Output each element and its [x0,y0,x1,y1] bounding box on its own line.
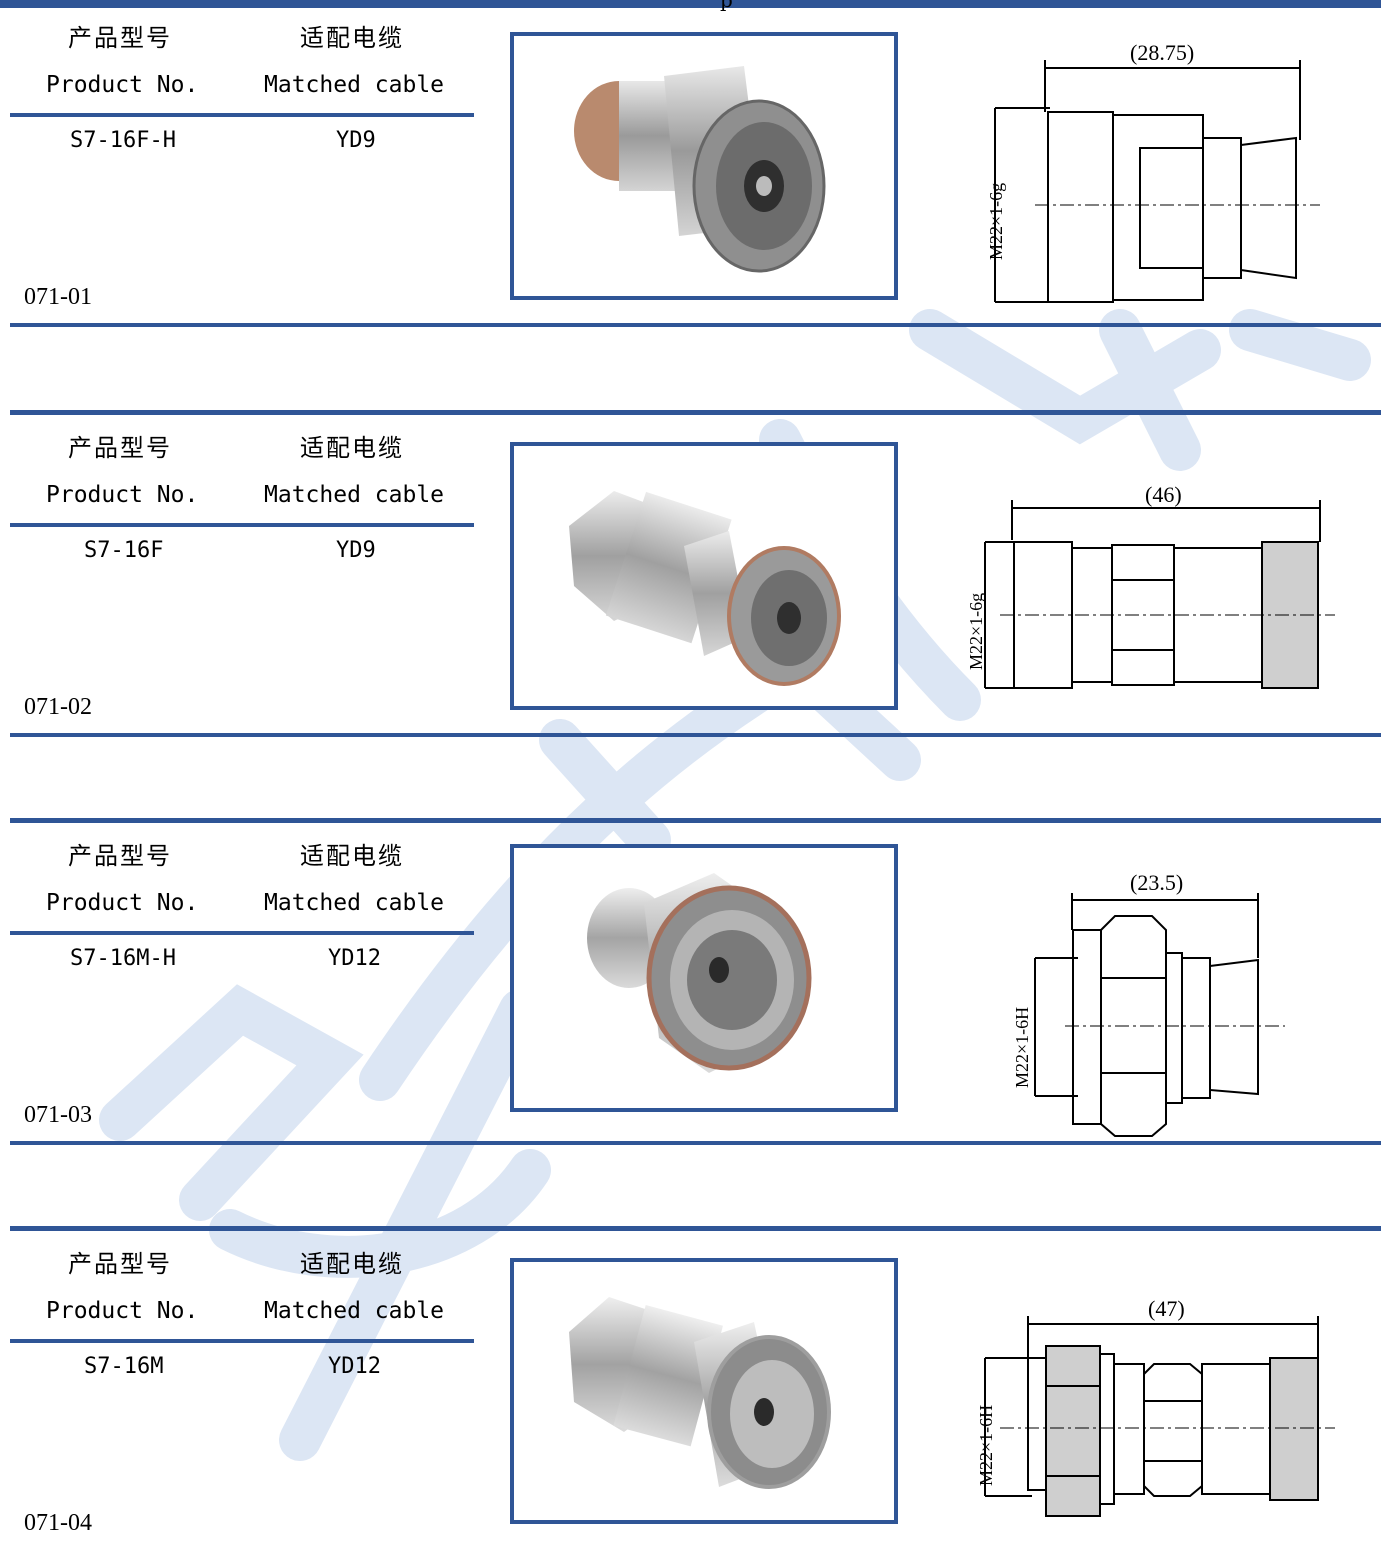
section-divider [10,818,1381,823]
item-code: 071-02 [24,694,92,720]
connector-female-short-image [510,32,898,300]
cable-value: YD9 [336,538,376,563]
cable-value: YD12 [328,946,381,971]
product-no-label-cn: 产品型号 [68,434,172,462]
cable-value: YD9 [336,128,376,153]
product-no-value: S7-16F-H [70,128,176,153]
matched-cable-label-cn: 适配电缆 [300,1250,404,1278]
thread-spec-label: M22×1-6g [966,593,986,670]
product-no-label-en: Product No. [46,1298,199,1324]
dimension-label: (47) [1148,1296,1185,1321]
technical-drawing: (47) M22×1-6H [940,1246,1360,1546]
connector-female-long-image [510,442,898,710]
product-section-4: 产品型号 适配电缆 Product No. Matched cable S7-1… [0,1226,1381,1554]
thread-spec-label: M22×1-6H [976,1405,996,1486]
product-section-1: 产品型号 适配电缆 Product No. Matched cable S7-1… [0,0,1381,328]
connector-male-long-image [510,1258,898,1524]
top-bar [0,0,1381,8]
section-divider [10,1226,1381,1231]
matched-cable-label-en: Matched cable [264,482,445,508]
product-no-label-en: Product No. [46,890,199,916]
product-no-label-cn: 产品型号 [68,842,172,870]
header-divider [10,931,474,935]
dimension-label: (28.75) [1130,40,1194,65]
product-no-value: S7-16F [84,538,164,563]
section-divider [10,1141,1381,1145]
matched-cable-label-en: Matched cable [264,1298,445,1324]
thread-spec-label: M22×1-6H [1012,1007,1032,1088]
matched-cable-label-cn: 适配电缆 [300,434,404,462]
product-no-value: S7-16M-H [70,946,176,971]
header-divider [10,1339,474,1343]
technical-drawing: (28.75) M22×1-6g [940,20,1360,320]
matched-cable-label-cn: 适配电缆 [300,24,404,52]
product-section-2: 产品型号 适配电缆 Product No. Matched cable S7-1… [0,410,1381,738]
section-divider [10,733,1381,737]
matched-cable-label-en: Matched cable [264,72,445,98]
technical-drawing: (23.5) M22×1-6H [940,838,1360,1138]
header-divider [10,113,474,117]
matched-cable-label-en: Matched cable [264,890,445,916]
dimension-label: (46) [1145,482,1182,507]
connector-male-short-image [510,844,898,1112]
dimension-label: (23.5) [1130,870,1183,895]
product-no-label-en: Product No. [46,482,199,508]
section-divider [10,323,1381,327]
item-code: 071-04 [24,1510,92,1536]
product-section-3: 产品型号 适配电缆 Product No. Matched cable S7-1… [0,818,1381,1146]
product-no-label-cn: 产品型号 [68,24,172,52]
header-divider [10,523,474,527]
product-no-label-cn: 产品型号 [68,1250,172,1278]
section-divider [10,410,1381,415]
product-no-value: S7-16M [84,1354,164,1379]
item-code: 071-03 [24,1102,92,1128]
item-code: 071-01 [24,284,92,310]
cable-value: YD12 [328,1354,381,1379]
matched-cable-label-cn: 适配电缆 [300,842,404,870]
product-no-label-en: Product No. [46,72,199,98]
page-title-fragment: p [720,0,733,12]
technical-drawing: (46) M22×1-6g [940,430,1360,730]
thread-spec-label: M22×1-6g [986,183,1006,260]
